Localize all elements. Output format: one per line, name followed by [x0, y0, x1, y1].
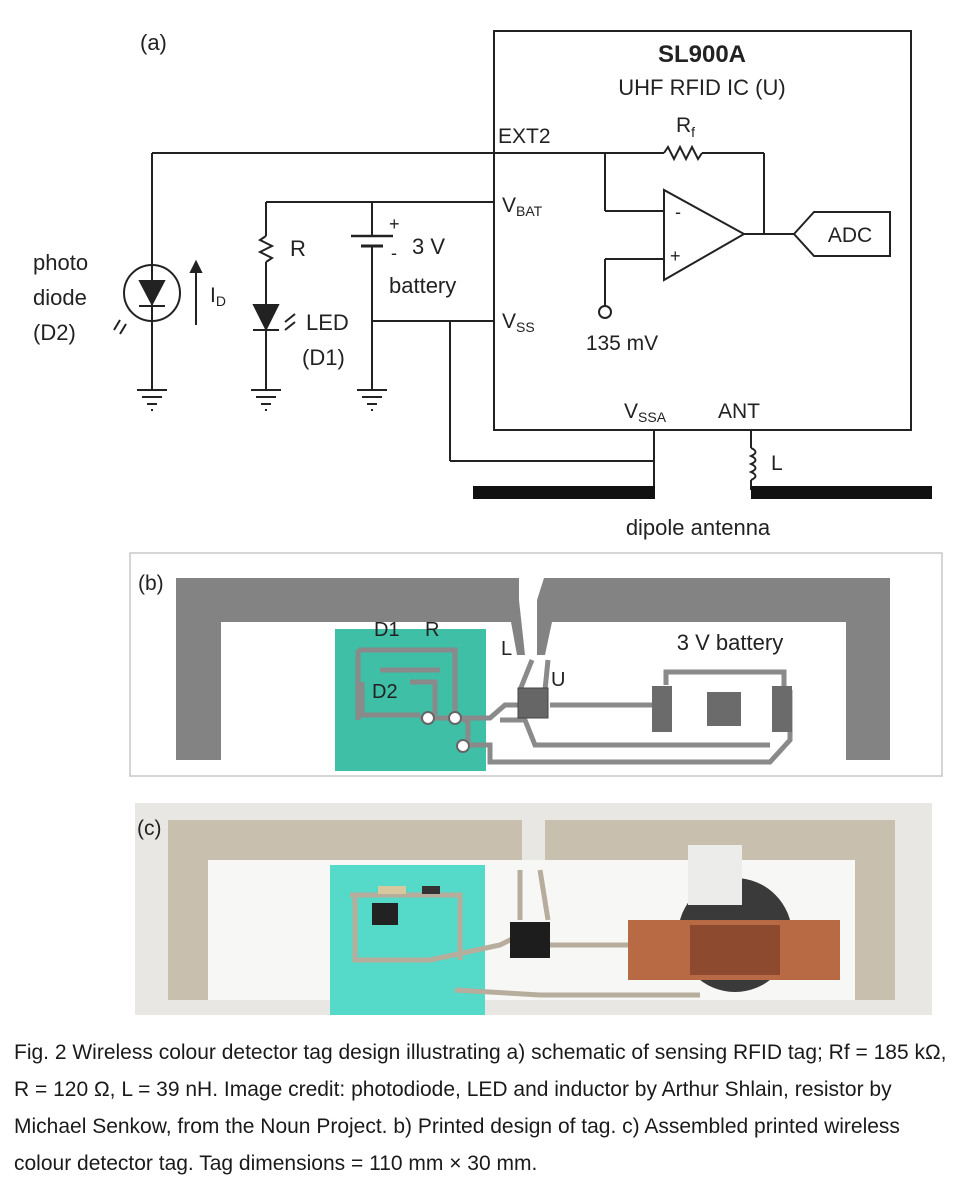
panel-c-ic-chip — [510, 922, 550, 958]
led-label-2: (D1) — [302, 345, 345, 370]
opamp-plus: + — [670, 246, 681, 266]
panel-c-copper-shade — [690, 925, 780, 975]
panel-c-label: (c) — [137, 817, 162, 840]
vss-label: VSS — [502, 310, 535, 335]
panel-a-label: (a) — [140, 30, 167, 55]
photodiode-label-2: diode — [33, 285, 87, 310]
battery-label-2: battery — [389, 273, 456, 298]
battery-plus: + — [389, 214, 400, 234]
panel-b-ic-u — [517, 687, 549, 719]
vssa-label: VSSA — [624, 400, 667, 425]
panel-c-led — [422, 886, 440, 894]
photodiode-symbol — [138, 280, 166, 307]
antenna-left-bar — [473, 486, 655, 499]
panel-b-battery-pad-right — [772, 686, 792, 732]
resistor-label: R — [290, 236, 306, 261]
panel-b-via-1 — [421, 711, 435, 725]
ext2-label: EXT2 — [498, 125, 551, 148]
battery-minus: - — [391, 243, 397, 263]
panel-c-tape — [688, 845, 742, 905]
vbat-label: VBAT — [502, 194, 543, 219]
panel-b-antenna — [176, 578, 890, 760]
figure-caption: Fig. 2 Wireless colour detector tag desi… — [14, 1041, 947, 1175]
inductor-symbol — [748, 447, 757, 481]
ic-description: UHF RFID IC (U) — [618, 75, 785, 100]
photodiode-label-1: photo — [33, 250, 88, 275]
panel-c-resistor — [378, 886, 406, 894]
panel-b-r: R — [425, 619, 439, 641]
panel-b-l: L — [501, 638, 512, 660]
panel-b-via-2 — [448, 711, 462, 725]
led-label-1: LED — [306, 310, 349, 335]
adc-label: ADC — [828, 224, 872, 247]
panel-b-battery-pad-center — [707, 692, 741, 726]
panel-b-d1: D1 — [374, 619, 400, 641]
inductor-label: L — [771, 452, 783, 475]
ic-box — [493, 30, 912, 431]
antenna-label: dipole antenna — [626, 515, 771, 540]
led-symbol — [252, 304, 280, 332]
panel-b-u: U — [551, 669, 565, 691]
panel-b-via-3 — [456, 739, 470, 753]
antenna-right-bar — [751, 486, 932, 499]
reference-voltage: 135 mV — [586, 332, 658, 355]
r-resistor — [257, 235, 275, 263]
ant-label: ANT — [718, 400, 760, 423]
photodiode-label-3: (D2) — [33, 320, 76, 345]
panel-c-photodiode-chip — [372, 903, 398, 925]
battery-label-1: 3 V — [412, 234, 445, 259]
opamp-minus: - — [675, 202, 681, 222]
panel-b-d2: D2 — [372, 681, 398, 703]
panel-b-battery-label: 3 V battery — [677, 630, 783, 655]
ic-name: SL900A — [658, 41, 746, 68]
photodiode-circle — [123, 264, 181, 322]
panel-a-schematic — [113, 30, 912, 490]
current-label: ID — [210, 284, 226, 309]
panel-b-battery-pad-left — [652, 686, 672, 732]
panel-b-label: (b) — [138, 572, 164, 595]
rf-label: Rf — [676, 114, 695, 140]
rf-resistor — [663, 144, 703, 162]
figure-panels: (a) SL900A UHF RFID IC (U) EXT2 Rf VBAT … — [33, 30, 943, 1015]
opamp — [663, 188, 747, 282]
adc-block — [792, 211, 891, 257]
